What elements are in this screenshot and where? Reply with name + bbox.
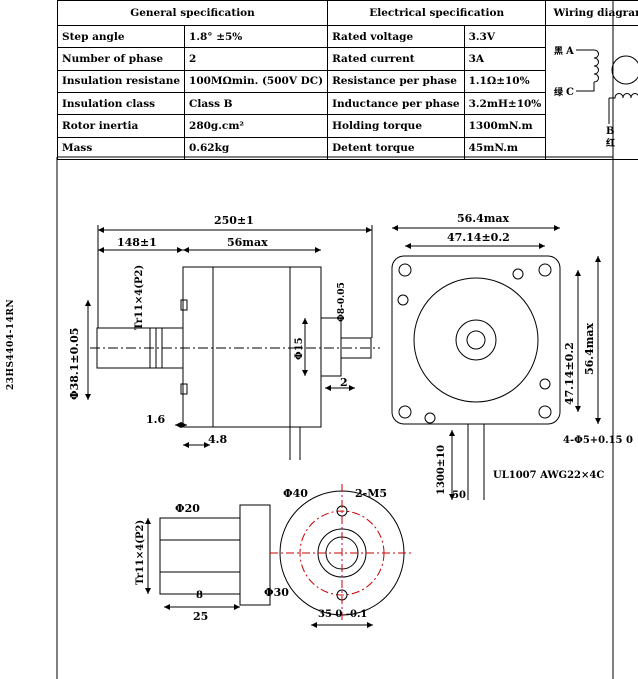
dim-flange-dia: Φ40 (283, 487, 308, 500)
front-hub (455, 319, 497, 361)
spec-table: General specification Electrical specifi… (56, 0, 638, 161)
wire-c-label: C (566, 87, 574, 98)
dim-shaft-small: Φ8-0.05 (337, 282, 347, 322)
dim-rear-a: 1.6 (146, 413, 165, 426)
wire-b-label: B (606, 126, 614, 137)
front-bore (466, 330, 486, 350)
dim-boss-dia: Φ15 (294, 337, 305, 360)
dim-nut-thread: Tr11×4(P2) (135, 520, 146, 585)
front-shaft (340, 337, 372, 359)
general-label: Insulation resistane (56, 69, 186, 93)
general-value: 1.8° ±5% (184, 24, 329, 49)
electrical-label: Holding torque (327, 114, 465, 138)
mount-hole (538, 405, 552, 419)
electrical-value: 1.1Ω±10% (463, 69, 547, 93)
electrical-label: Detent torque (327, 136, 465, 161)
dim-nut-length: 25 (193, 610, 208, 623)
dim-mount-holes: 4-Φ5+0.15 0 (563, 435, 633, 446)
dim-front-width: 56.4max (457, 212, 510, 225)
dim-cable-stub: 50 (452, 490, 466, 501)
wire-c-color: 绿 (554, 86, 564, 98)
general-value: Class B (184, 91, 329, 116)
tap-hole (424, 412, 436, 424)
dim-flange-width: 35 0 -0.1 (318, 609, 367, 620)
electrical-label: Rated voltage (327, 24, 465, 49)
dim-screw-thread: Tr11×4(P2) (134, 265, 145, 330)
dim-rear-b: 4.8 (208, 433, 227, 446)
mount-hole (538, 263, 552, 277)
wire-b-color: 红 (606, 137, 615, 149)
dim-nut-dia: Φ20 (175, 502, 200, 515)
wire-a-label: A (565, 46, 574, 57)
dim-cable-spec: UL1007 AWG22×4C (493, 470, 604, 481)
dim-side-height: 56.4max (583, 322, 596, 375)
dim-lead-length: 148±1 (117, 236, 157, 249)
coil-ac (576, 49, 600, 92)
wiring-diagram-svg: 黑 A 绿 C B 红 D 蓝 (554, 46, 638, 149)
dim-shaft-dia: Φ38.1±0.05 (68, 328, 81, 400)
dim-nut-small: 8 (196, 590, 203, 601)
electrical-spec-title: Electrical specification (327, 0, 547, 26)
dim-flange-pcd: Φ30 (264, 586, 289, 599)
nut-body (159, 517, 241, 595)
general-value: 0.62kg (184, 136, 329, 161)
general-label: Number of phase (56, 47, 186, 71)
dim-cable-length: 1300±10 (436, 445, 447, 495)
mount-hole (398, 405, 412, 419)
front-plate (391, 255, 561, 425)
rear-cap (180, 299, 188, 311)
electrical-value: 3.2mH±10% (463, 91, 547, 116)
electrical-label: Resistance per phase (327, 69, 465, 93)
rear-cap (180, 383, 188, 395)
nut-flange (239, 504, 271, 606)
tap-hole (512, 268, 524, 280)
dim-flange-holes: 2-M5 (355, 487, 387, 500)
coil-bd (608, 93, 638, 124)
tap-hole (397, 294, 409, 306)
rotor-symbol (611, 55, 638, 85)
electrical-label: Inductance per phase (327, 91, 465, 116)
wire-a-color: 黑 (554, 46, 563, 57)
dim-hole-spacing-top: 47.14±0.2 (447, 231, 510, 244)
mount-hole (398, 263, 412, 277)
general-spec-title: General specification (56, 0, 329, 26)
wiring-diagram: 黑 A 绿 C B 红 D 蓝 (545, 25, 638, 160)
dim-hole-spacing-side: 47.14±0.2 (563, 342, 576, 405)
tap-hole (539, 378, 551, 390)
front-flange (413, 277, 539, 403)
dim-total-length: 250±1 (214, 214, 254, 227)
dim-body-max: 56max (227, 236, 268, 249)
dim-shaft-step: 2 (340, 376, 348, 389)
electrical-value: 45mN.m (463, 136, 547, 161)
general-label: Mass (56, 136, 186, 161)
front-boss (320, 317, 342, 377)
electrical-label: Rated current (327, 47, 465, 71)
general-value: 100MΩmin. (500V DC) (184, 69, 329, 93)
